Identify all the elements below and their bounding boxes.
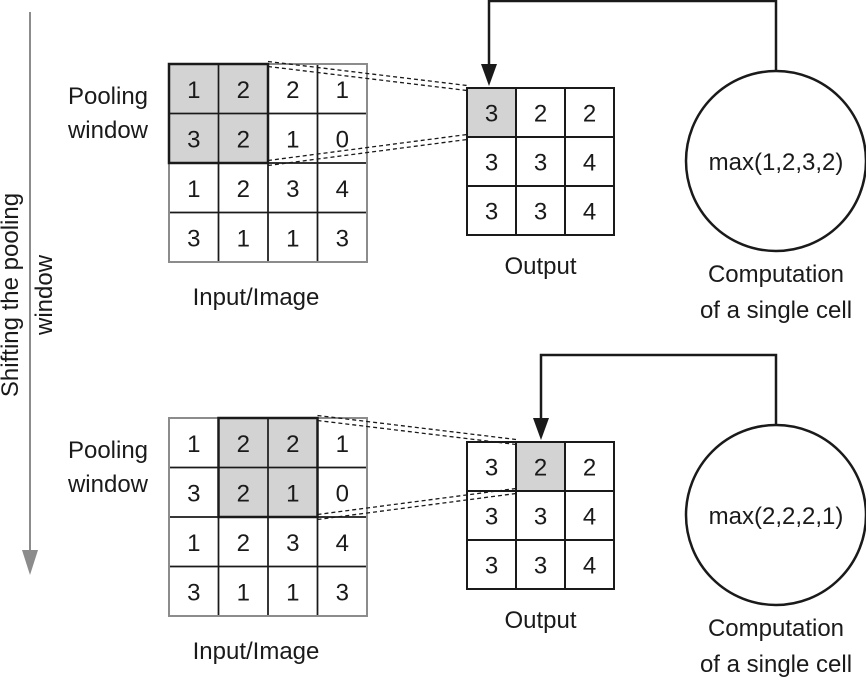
input-cell-value: 3 <box>187 225 200 252</box>
input-cell-value: 3 <box>187 579 200 606</box>
input-cell-value: 1 <box>187 77 200 104</box>
pooling-label-line2: window <box>67 117 149 144</box>
input-cell-value: 3 <box>286 530 299 557</box>
output-cell-value: 3 <box>534 504 547 531</box>
computation-label-line1: Computation <box>708 261 844 288</box>
output-cell-value: 2 <box>583 101 596 128</box>
input-cell-value: 1 <box>237 579 250 606</box>
computation-label-line2: of a single cell <box>700 297 852 324</box>
output-cell-value: 4 <box>583 504 596 531</box>
output-cell-value: 3 <box>485 101 498 128</box>
output-cell-value: 3 <box>534 553 547 580</box>
input-cell-value: 3 <box>187 480 200 507</box>
input-cell-value: 0 <box>336 480 349 507</box>
input-cell-value: 1 <box>336 431 349 458</box>
input-cell-value: 1 <box>286 480 299 507</box>
input-cell-value: 3 <box>286 176 299 203</box>
connector-dashed-line <box>267 65 468 92</box>
input-cell-value: 1 <box>286 126 299 153</box>
input-cell-value: 1 <box>187 431 200 458</box>
output-cell <box>564 136 615 187</box>
computation-text: max(1,2,3,2) <box>709 149 844 176</box>
output-cell-value: 4 <box>583 553 596 580</box>
input-cell-value: 3 <box>187 126 200 153</box>
output-cell-value: 3 <box>534 199 547 226</box>
input-cell-value: 4 <box>336 176 349 203</box>
input-cell-value: 2 <box>286 77 299 104</box>
input-cell-value: 2 <box>286 431 299 458</box>
output-cell-value: 3 <box>534 150 547 177</box>
output-cell <box>564 185 615 236</box>
connector-dashed-line <box>317 414 517 441</box>
connector-dashed-line <box>267 133 468 162</box>
connector-dashed-line <box>317 419 517 446</box>
computation-text: max(2,2,2,1) <box>709 503 844 530</box>
output-label: Output <box>504 253 576 280</box>
connector-dashed-line <box>317 492 517 521</box>
pooling-label-line1: Pooling <box>68 83 148 110</box>
feedback-arrow-line <box>539 353 778 425</box>
input-cell-value: 1 <box>286 579 299 606</box>
feedback-arrow-head-icon <box>533 418 549 440</box>
computation-label-line1: Computation <box>708 615 844 642</box>
output-cell <box>466 490 517 541</box>
output-cell <box>515 490 566 541</box>
panel-2: Pooling window 1 2 2 1 3 2 1 0 1 2 3 4 3 1 1 3Input/Image… <box>67 353 866 678</box>
side-label-line1: Shifting the pooling <box>0 193 24 397</box>
output-cell-value: 2 <box>583 455 596 482</box>
input-label: Input/Image <box>193 638 320 665</box>
output-cell-value: 2 <box>534 455 547 482</box>
pooling-window-border <box>167 62 270 165</box>
output-cell <box>564 441 615 492</box>
pooling-window-border <box>217 416 319 519</box>
input-cell-value: 1 <box>187 530 200 557</box>
input-cell-value: 2 <box>237 176 250 203</box>
output-cell <box>466 539 517 590</box>
side-label-line2: window <box>31 254 58 336</box>
input-label: Input/Image <box>193 284 320 311</box>
connector-dashed-line <box>267 138 468 167</box>
pooling-label-line1: Pooling <box>68 437 148 464</box>
input-cell-value: 0 <box>336 126 349 153</box>
output-cell <box>515 185 566 236</box>
pooling-label-line2: window <box>67 471 149 498</box>
input-cell-value: 1 <box>286 225 299 252</box>
output-cell-value: 4 <box>583 199 596 226</box>
output-cell-value: 3 <box>485 199 498 226</box>
input-cell-value: 3 <box>336 225 349 252</box>
output-cell-value: 2 <box>534 101 547 128</box>
input-cell-value: 1 <box>237 225 250 252</box>
output-cell-value: 4 <box>583 150 596 177</box>
input-cell-value: 1 <box>187 176 200 203</box>
input-cell-value: 2 <box>237 77 250 104</box>
output-cell <box>515 539 566 590</box>
input-cell-value: 3 <box>336 579 349 606</box>
output-cell <box>564 539 615 590</box>
input-cell-value: 2 <box>237 126 250 153</box>
shift-arrow-head-icon <box>22 550 38 575</box>
output-cell-value: 3 <box>485 455 498 482</box>
computation-label-line2: of a single cell <box>700 651 852 678</box>
feedback-arrow-head-icon <box>481 64 497 86</box>
output-cell-value: 3 <box>485 150 498 177</box>
output-label: Output <box>504 607 576 634</box>
input-cell <box>267 162 319 214</box>
input-cell-value: 1 <box>336 77 349 104</box>
output-cell-value: 3 <box>485 553 498 580</box>
input-cell-value: 2 <box>237 431 250 458</box>
output-cell <box>515 441 566 492</box>
connector-dashed-line <box>317 487 517 516</box>
feedback-arrow-line <box>487 0 778 71</box>
connector-dashed-line <box>267 60 468 87</box>
output-cell-value: 3 <box>485 504 498 531</box>
panel-1: Pooling window 1 2 2 1 3 2 1 0 1 2 3 4 3 1 1 3Input/Image… <box>67 0 866 324</box>
input-cell-value: 2 <box>237 530 250 557</box>
input-cell-value: 2 <box>237 480 250 507</box>
input-cell-value: 4 <box>336 530 349 557</box>
